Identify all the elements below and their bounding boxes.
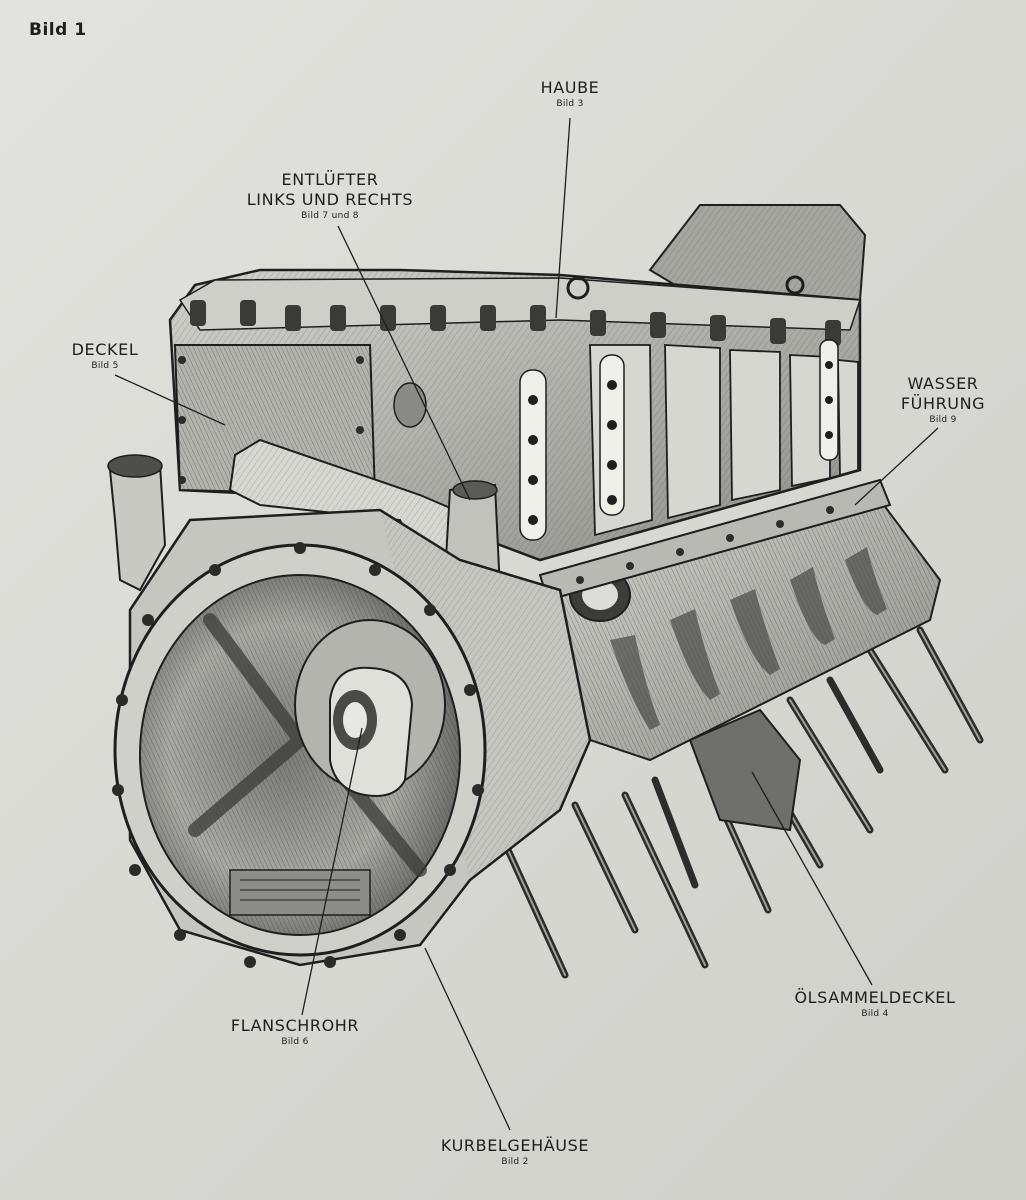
label-kurbelgehaeuse-name: KURBELGEHÄUSE <box>440 1136 590 1155</box>
label-wasser: WASSER FÜHRUNG Bild 9 <box>883 374 1003 426</box>
label-oelsammeldeckel: ÖLSAMMELDECKEL Bild 4 <box>770 988 980 1020</box>
leader-haube <box>555 117 571 319</box>
oil-sump-cover <box>688 708 802 832</box>
label-haube: HAUBE Bild 3 <box>520 78 620 110</box>
label-deckel: DECKEL Bild 5 <box>55 340 155 372</box>
label-flanschrohr-name: FLANSCHROHR <box>230 1016 360 1035</box>
hood-top <box>178 277 862 331</box>
label-flanschrohr-ref: Bild 6 <box>281 1037 309 1047</box>
bolt-strips <box>519 339 839 541</box>
leader-flanschrohr <box>301 727 363 1016</box>
label-wasser-name2: FÜHRUNG <box>900 394 986 413</box>
label-entluefter: ENTLÜFTER LINKS UND RECHTS Bild 7 und 8 <box>225 170 435 222</box>
label-haube-name: HAUBE <box>540 78 600 97</box>
leader-entluefter <box>337 225 471 501</box>
label-flanschrohr: FLANSCHROHR Bild 6 <box>210 1016 380 1048</box>
label-oelsammeldeckel-name: ÖLSAMMELDECKEL <box>794 988 956 1007</box>
leader-wasser <box>854 427 939 506</box>
label-haube-ref: Bild 3 <box>556 99 584 109</box>
figure-title: Bild 1 <box>29 20 87 40</box>
flange-bolts <box>112 542 484 968</box>
label-wasser-name1: WASSER <box>907 374 979 393</box>
label-deckel-ref: Bild 5 <box>91 361 119 371</box>
label-wasser-ref: Bild 9 <box>929 415 957 425</box>
label-deckel-name: DECKEL <box>71 340 139 359</box>
label-entluefter-name1: ENTLÜFTER <box>281 170 379 189</box>
label-kurbelgehaeuse: KURBELGEHÄUSE Bild 2 <box>420 1136 610 1168</box>
label-kurbelgehaeuse-ref: Bild 2 <box>501 1157 529 1167</box>
label-oelsammeldeckel-ref: Bild 4 <box>861 1009 889 1019</box>
leader-deckel <box>114 374 226 426</box>
leader-oelsammeldeckel <box>751 771 873 986</box>
label-entluefter-name2: LINKS UND RECHTS <box>246 190 414 209</box>
leader-kurbelgehaeuse <box>424 947 511 1131</box>
label-entluefter-ref: Bild 7 und 8 <box>301 211 359 221</box>
